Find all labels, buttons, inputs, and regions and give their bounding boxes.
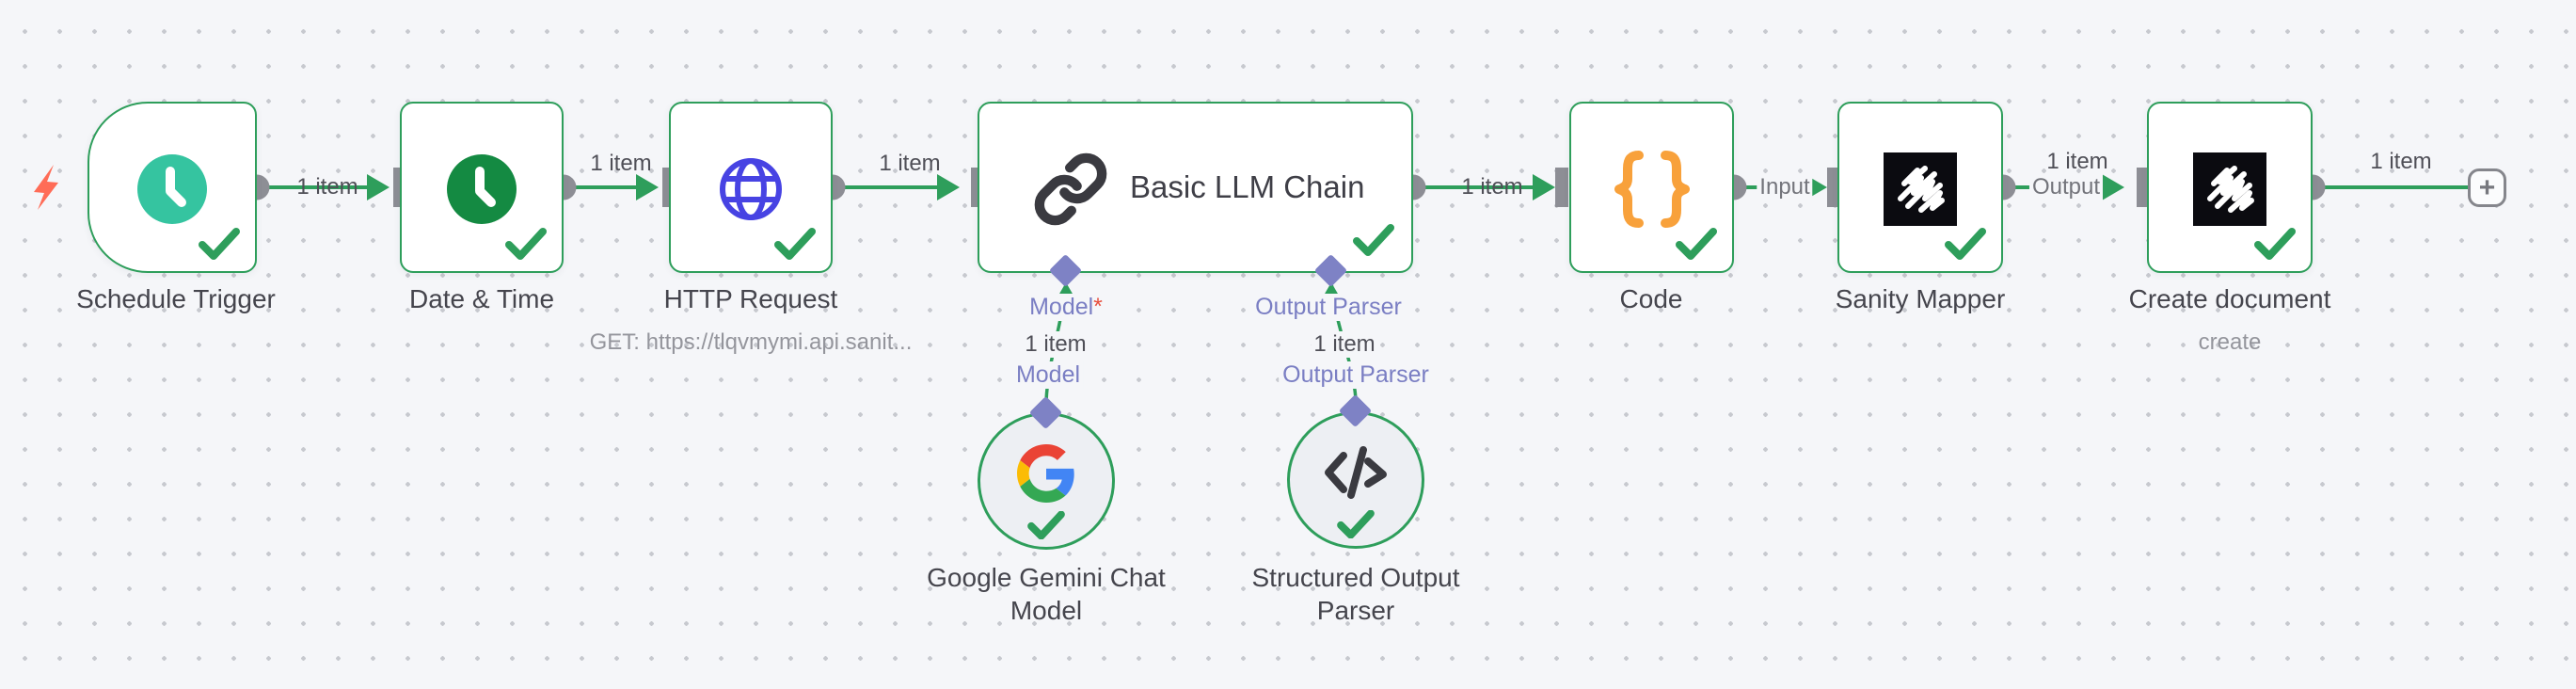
node-schedule-trigger[interactable] [87, 102, 257, 273]
edge-items-label: 1 item [2370, 149, 2432, 174]
success-checkmark-icon [1353, 224, 1394, 256]
input-port[interactable] [1555, 168, 1568, 207]
edge-items-label: 1 item [2046, 149, 2108, 174]
arrowhead-icon [937, 174, 960, 200]
arrowhead-icon [636, 174, 659, 200]
add-node-button[interactable]: + [2468, 168, 2506, 207]
node-label: Schedule Trigger [76, 284, 276, 313]
node-structured-output-parser[interactable] [1287, 411, 1424, 549]
success-checkmark-icon [505, 228, 547, 260]
required-asterisk: * [1093, 294, 1103, 320]
trigger-lightning-icon [34, 165, 58, 210]
success-checkmark-icon [1676, 228, 1717, 260]
node-date-time[interactable] [400, 102, 564, 273]
arrowhead-icon [1533, 174, 1555, 200]
success-checkmark-icon [199, 228, 240, 260]
sub-edge-items-label: 1 item [1311, 331, 1378, 358]
node-label: HTTP Request [663, 284, 838, 313]
node-label: Create document [2128, 284, 2331, 313]
success-checkmark-icon [2254, 228, 2296, 260]
node-inner-title: Basic LLM Chain [1130, 169, 1365, 204]
output-port-label: Output [2028, 174, 2104, 200]
success-checkmark-icon [774, 228, 816, 260]
node-label: Code [1619, 284, 1683, 313]
sanity-logo-icon [1884, 152, 1957, 226]
node-label: Date & Time [408, 284, 555, 313]
node-subtitle: GET: https://tlqvmymi.api.sanit... [589, 329, 913, 355]
success-checkmark-icon [1945, 228, 1986, 260]
sub-edge-items-label: 1 item [1022, 331, 1089, 358]
node-label: Google Gemini Chat Model [927, 563, 1166, 625]
arrowhead-icon [367, 174, 390, 200]
sub-link-label-output-parser: Output Parser [1279, 361, 1433, 389]
globe-icon [720, 158, 782, 220]
node-label: Structured Output Parser [1251, 563, 1460, 625]
node-create-document[interactable] [2147, 102, 2313, 273]
sub-port-label-model: Model* [1026, 294, 1106, 321]
edge-items-label: 1 item [590, 151, 652, 176]
google-g-icon [1017, 443, 1074, 503]
arrowhead-icon [2102, 174, 2124, 200]
curly-braces-icon [1614, 151, 1690, 228]
chain-link-icon [1034, 152, 1107, 226]
node-basic-llm-chain[interactable]: Basic LLM Chain [978, 102, 1413, 273]
node-code[interactable] [1569, 102, 1734, 273]
success-checkmark-icon [1027, 511, 1065, 539]
node-http-request[interactable] [669, 102, 833, 273]
sanity-logo-icon [2193, 152, 2266, 226]
node-sanity-mapper[interactable] [1837, 102, 2003, 273]
plus-icon: + [2478, 171, 2496, 203]
edge-items-label: 1 item [879, 151, 941, 176]
sub-port-label-output-parser: Output Parser [1251, 294, 1406, 321]
clock-icon [447, 154, 517, 224]
edge-items-label: 1 item [1461, 174, 1523, 200]
node-subtitle: create [2198, 329, 2262, 355]
clock-icon [137, 154, 207, 224]
node-label: Sanity Mapper [1835, 284, 2006, 313]
sub-link-label-model: Model [1011, 361, 1085, 389]
success-checkmark-icon [1337, 510, 1375, 538]
input-port-label: Input [1757, 174, 1813, 200]
code-tag-icon [1325, 445, 1387, 499]
node-google-gemini-chat-model[interactable] [978, 412, 1115, 550]
edge-items-label: 1 item [296, 174, 358, 200]
